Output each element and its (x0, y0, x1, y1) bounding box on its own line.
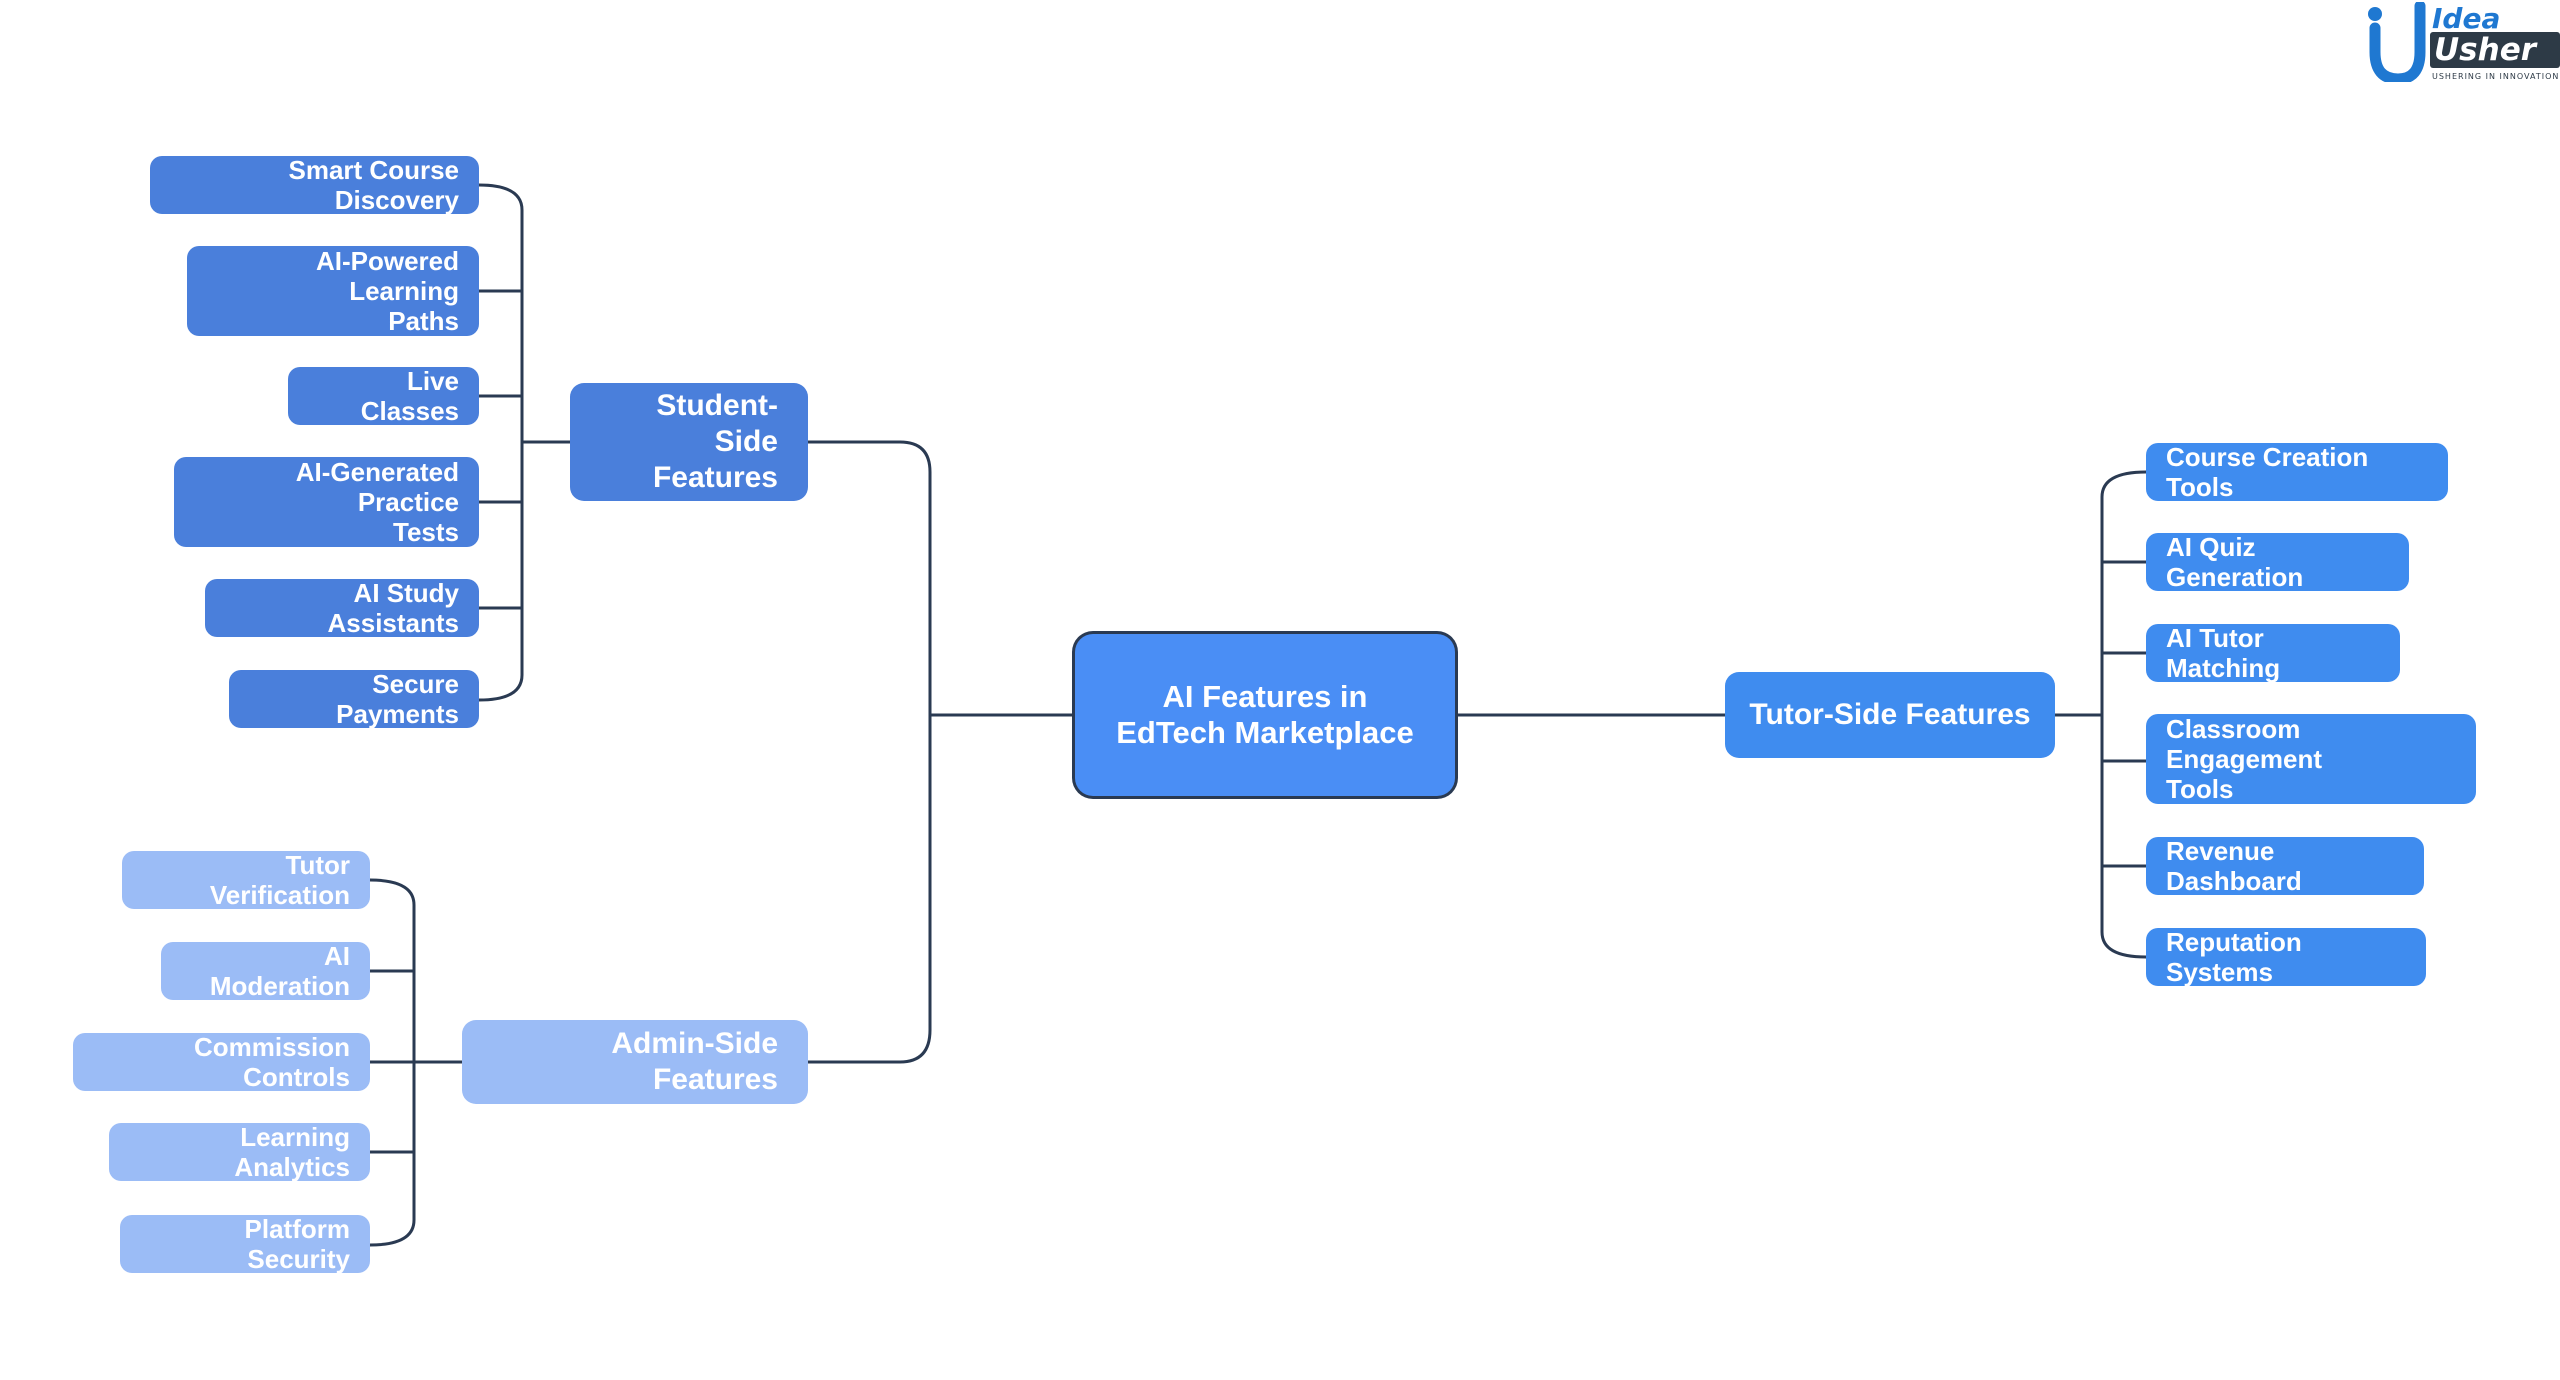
logo-word-usher: Usher (2434, 32, 2537, 68)
tutor-item-revenue-dashboard: Revenue Dashboard (2146, 836, 2424, 896)
tutor-side-branch: Tutor-Side Features (1725, 672, 2055, 758)
tutor-item-classroom-engagement-tools: Classroom Engagement Tools (2146, 714, 2476, 804)
student-branch-line2: Features (652, 461, 778, 494)
central-title-line1: AI Features in (1162, 679, 1368, 714)
student-item-label: Secure Payments (336, 669, 459, 729)
student-branch-line1: Student-Side (656, 389, 778, 458)
admin-item-label: Learning Analytics (234, 1122, 350, 1182)
admin-item-label: AI Moderation (209, 941, 350, 1001)
central-title-line2: EdTech Marketplace (1116, 715, 1414, 750)
student-item-ai-study-assistants: AI Study Assistants (205, 578, 479, 638)
tutor-item-ai-tutor-matching: AI Tutor Matching (2146, 623, 2400, 683)
student-item-label: AI-Powered Learning (315, 246, 459, 306)
logo-tagline: USHERING IN INNOVATION (2432, 72, 2560, 81)
admin-item-label: Platform Security (244, 1214, 350, 1274)
connector-tutor-bracket (2053, 470, 2148, 959)
student-item-smart-course-discovery: Smart Course Discovery (150, 155, 479, 215)
student-item-label: Smart Course Discovery (288, 155, 460, 215)
tutor-item-label: Reputation Systems (2166, 927, 2302, 987)
brand-logo: Idea Usher USHERING IN INNOVATION (2362, 2, 2560, 86)
student-item-label: AI-Generated Practice (295, 457, 459, 517)
admin-item-platform-security: Platform Security (120, 1214, 370, 1274)
admin-item-ai-moderation: AI Moderation (161, 941, 370, 1001)
admin-item-label: Commission Controls (193, 1032, 350, 1092)
tutor-item-label: Classroom Engagement (2166, 714, 2323, 774)
tutor-item-label-line2: Tools (2166, 774, 2234, 804)
tutor-item-reputation-systems: Reputation Systems (2146, 927, 2426, 987)
tutor-item-label: AI Tutor Matching (2166, 623, 2281, 683)
admin-branch-label: Admin-Side Features (611, 1027, 778, 1096)
central-node: AI Features in EdTech Marketplace (1075, 634, 1455, 796)
student-item-ai-generated-practice-tests: AI-Generated Practice Tests (174, 457, 479, 547)
admin-item-label: Tutor Verification (209, 850, 350, 910)
tutor-item-label: AI Quiz Generation (2166, 532, 2304, 592)
tutor-branch-label: Tutor-Side Features (1749, 698, 2031, 731)
student-item-label: AI Study Assistants (327, 578, 460, 638)
student-item-label-line2: Paths (388, 306, 459, 336)
logo-usher-plate (2430, 32, 2560, 68)
tutor-item-course-creation-tools: Course Creation Tools (2146, 442, 2448, 502)
tutor-item-ai-quiz-generation: AI Quiz Generation (2146, 532, 2409, 592)
student-item-ai-powered-learning-paths: AI-Powered Learning Paths (187, 246, 479, 336)
student-item-label-line2: Tests (393, 517, 459, 547)
connector-to-student-branch (806, 440, 932, 717)
admin-item-tutor-verification: Tutor Verification (122, 850, 370, 910)
student-item-secure-payments: Secure Payments (229, 669, 479, 729)
tutor-item-label: Course Creation Tools (2166, 442, 2369, 502)
connector-to-admin-branch (806, 713, 932, 1064)
idea-usher-logo-mark-icon (2368, 2, 2426, 82)
admin-item-commission-controls: Commission Controls (73, 1032, 370, 1092)
connector-admin-bracket (368, 878, 464, 1247)
connector-student-bracket (477, 183, 572, 702)
logo-word-idea: Idea (2432, 2, 2501, 35)
student-item-label: Live Classes (360, 366, 459, 426)
student-item-live-classes: Live Classes (288, 366, 479, 426)
admin-side-branch: Admin-Side Features (462, 1020, 808, 1104)
tutor-item-label: Revenue Dashboard (2166, 836, 2302, 896)
admin-item-learning-analytics: Learning Analytics (109, 1122, 370, 1182)
student-side-branch: Student-Side Features (570, 383, 808, 501)
